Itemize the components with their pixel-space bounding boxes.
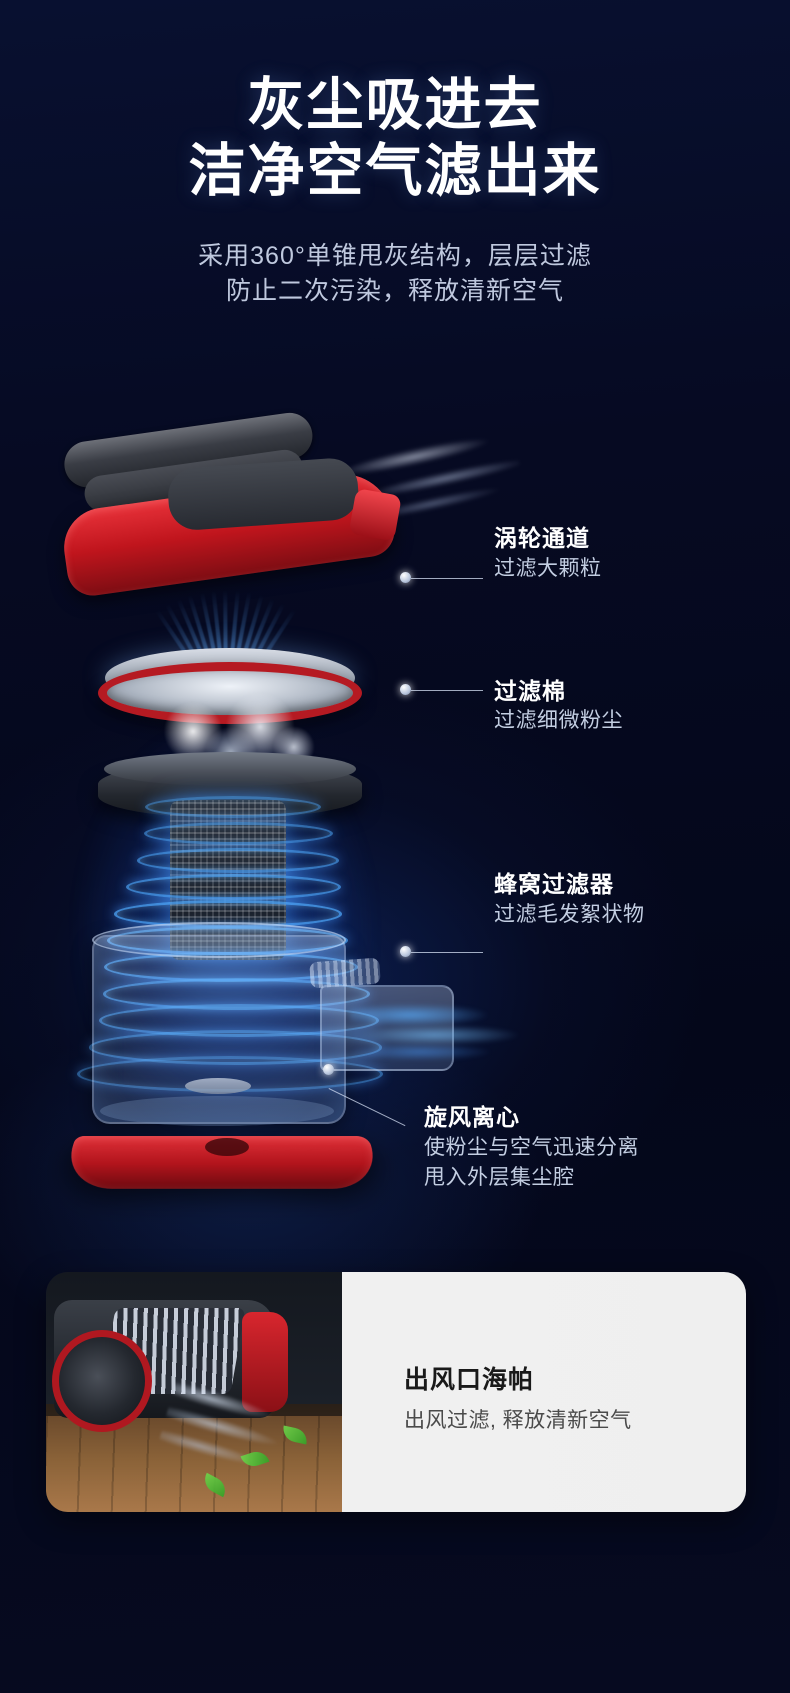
callout-title-3: 蜂窝过滤器 [494,871,614,897]
card-title: 出风口海帕 [404,1366,535,1394]
outlet-air-jet [350,980,550,1080]
card-description: 出风过滤, 释放清新空气 [404,1409,632,1432]
handle-dark-panel [166,456,361,532]
callout-leader-1 [411,578,483,579]
callout-desc-4: 使粉尘与空气迅速分离 甩入外层集尘腔 [424,1133,639,1193]
callout-desc-1-line-1: 过滤大颗粒 [494,557,602,580]
callout-leader-3 [411,952,483,953]
callout-leader-2 [411,690,483,691]
title-line-2: 洁净空气滤出来 [188,139,602,203]
card-text-block: 出风口海帕 出风过滤, 释放清新空气 [376,1272,746,1512]
dust-bin-plate [185,1078,251,1094]
dust-bin-rim [92,922,346,958]
callout-dot-1 [400,572,411,583]
exploded-product-illustration [20,390,550,1210]
header: 灰尘吸进去 洁净空气滤出来 采用360°单锥甩灰结构，层层过滤 防止二次污染，释… [0,0,790,309]
cyclone-collar-top [104,752,356,786]
subtitle-line-2: 防止二次污染，释放清新空气 [225,277,564,305]
page-title: 灰尘吸进去 洁净空气滤出来 [0,0,790,204]
callout-title-4: 旋风离心 [424,1104,520,1130]
callout-desc-2-line-1: 过滤细微粉尘 [494,709,623,732]
page-subtitle: 采用360°单锥甩灰结构，层层过滤 防止二次污染，释放清新空气 [0,204,790,309]
subtitle-line-1: 采用360°单锥甩灰结构，层层过滤 [198,242,592,270]
callout-desc-3-line-1: 过滤毛发絮状物 [494,903,645,926]
vacuum-wheel [52,1330,152,1432]
callout-title-2: 过滤棉 [494,678,566,704]
title-line-1: 灰尘吸进去 [247,73,543,137]
callout-desc-4-line-1: 使粉尘与空气迅速分离 [424,1136,639,1159]
callout-desc-1: 过滤大颗粒 [494,554,602,584]
base-vent-hole [205,1138,249,1156]
handle-red-tab [348,488,402,542]
callout-desc-4-line-2: 甩入外层集尘腔 [424,1166,575,1189]
dust-bin-base [100,1096,334,1126]
callout-title-1: 涡轮通道 [494,525,590,551]
outlet-hepa-card: 出风口海帕 出风过滤, 释放清新空气 [46,1272,746,1512]
callout-dot-2 [400,684,411,695]
callout-desc-3: 过滤毛发絮状物 [494,900,645,930]
callout-desc-2: 过滤细微粉尘 [494,706,623,736]
callout-dot-3 [400,946,411,957]
vacuum-photo [46,1272,342,1512]
callout-dot-4 [323,1064,334,1075]
